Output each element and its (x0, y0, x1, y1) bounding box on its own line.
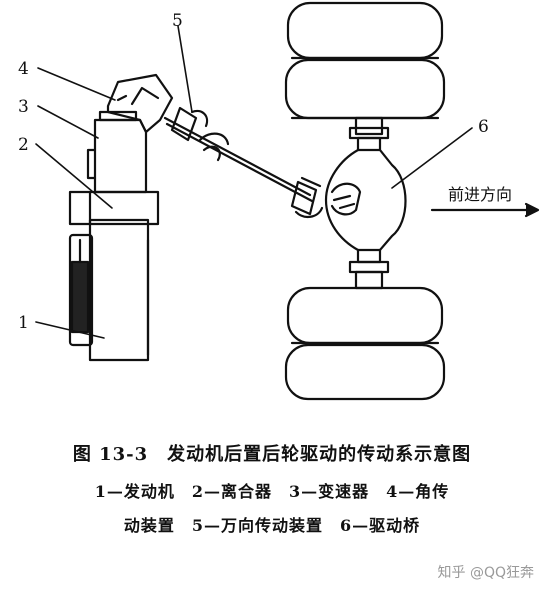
legend-line-1: 1—发动机 2—离合器 3—变速器 4—角传 (94, 482, 450, 501)
drive-axle (324, 136, 407, 264)
figure-title: 图 13-3 发动机后置后轮驱动的传动系示意图 (72, 444, 472, 465)
axle-bottom (348, 260, 390, 290)
watermark: 知乎 @QQ狂奔 (437, 565, 535, 581)
axle-top (348, 116, 390, 140)
label-engine: 1 (18, 313, 29, 333)
universal-joint-shaft (163, 106, 324, 218)
direction-label: 前进方向 (448, 185, 512, 204)
forward-arrow (430, 202, 540, 218)
label-universal-joint: 5 (172, 11, 183, 31)
engine (68, 218, 150, 362)
angle-drive (106, 73, 174, 134)
label-angle-drive: 4 (18, 59, 29, 79)
legend-line-2: 动装置 5—万向传动装置 6—驱动桥 (123, 516, 421, 535)
rear-wheels-bottom (284, 286, 446, 401)
rear-wheels-top (284, 1, 446, 120)
label-clutch: 2 (18, 135, 29, 155)
transmission (86, 110, 148, 194)
leader-lines (35, 25, 473, 339)
label-drive-axle: 6 (478, 117, 489, 137)
label-transmission: 3 (18, 97, 29, 117)
drivetrain-diagram: 4 3 2 1 5 6 前进方向 (18, 1, 540, 401)
